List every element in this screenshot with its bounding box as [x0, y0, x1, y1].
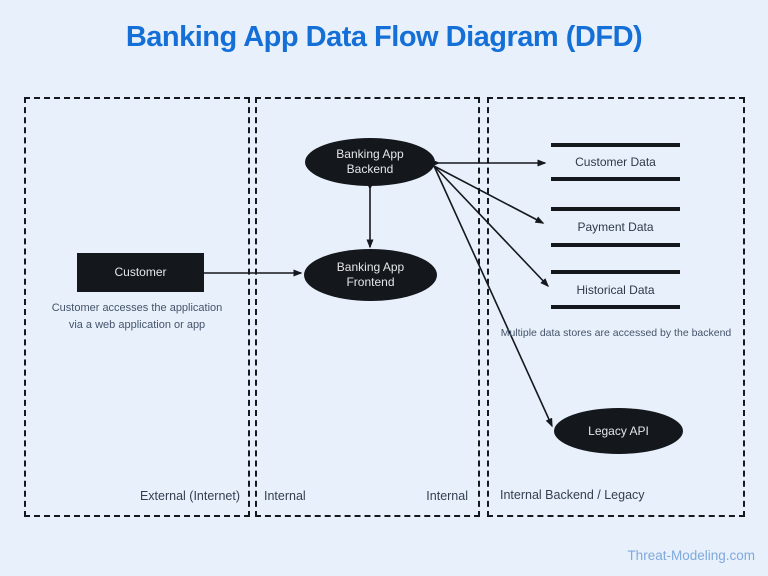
zone-external — [24, 97, 250, 517]
backend-label-line2: Backend — [346, 162, 394, 176]
page-title: Banking App Data Flow Diagram (DFD) — [125, 21, 643, 53]
node-frontend-label: Banking App Frontend — [337, 260, 404, 290]
datastore-payment-data: Payment Data — [551, 207, 680, 247]
node-backend-label: Banking App Backend — [336, 147, 403, 177]
datastore-customer-data-label: Customer Data — [575, 155, 656, 169]
node-banking-app-backend: Banking App Backend — [305, 138, 435, 186]
zone-label-external: External (Internet) — [139, 489, 240, 503]
datastore-historical-data: Historical Data — [551, 270, 680, 309]
datastore-historical-data-label: Historical Data — [576, 282, 655, 297]
datastores-note: Multiple data stores are accessed by the… — [500, 327, 732, 339]
zone-label-internal-left: Internal — [264, 489, 306, 503]
zone-label-internal-right: Internal — [426, 489, 468, 503]
node-legacy-api: Legacy API — [554, 408, 683, 454]
node-legacy-api-label: Legacy API — [588, 423, 649, 438]
datastore-customer-data: Customer Data — [551, 143, 680, 181]
frontend-label-line2: Frontend — [346, 275, 395, 289]
node-customer-label: Customer — [114, 265, 167, 279]
datastore-payment-data-label: Payment Data — [577, 220, 654, 234]
node-banking-app-frontend: Banking App Frontend — [304, 249, 437, 301]
brand-watermark: Threat-Modeling.com — [627, 548, 755, 563]
node-customer: Customer — [77, 253, 204, 292]
zone-label-internal-backend-legacy: Internal Backend / Legacy — [500, 488, 645, 502]
customer-caption: Customer accesses the application via a … — [24, 300, 250, 334]
backend-label-line1: Banking App — [336, 147, 404, 161]
frontend-label-line1: Banking App — [336, 260, 405, 274]
customer-caption-line1: Customer accesses the application — [51, 302, 223, 314]
customer-caption-line2: via a web application or app — [68, 319, 206, 332]
